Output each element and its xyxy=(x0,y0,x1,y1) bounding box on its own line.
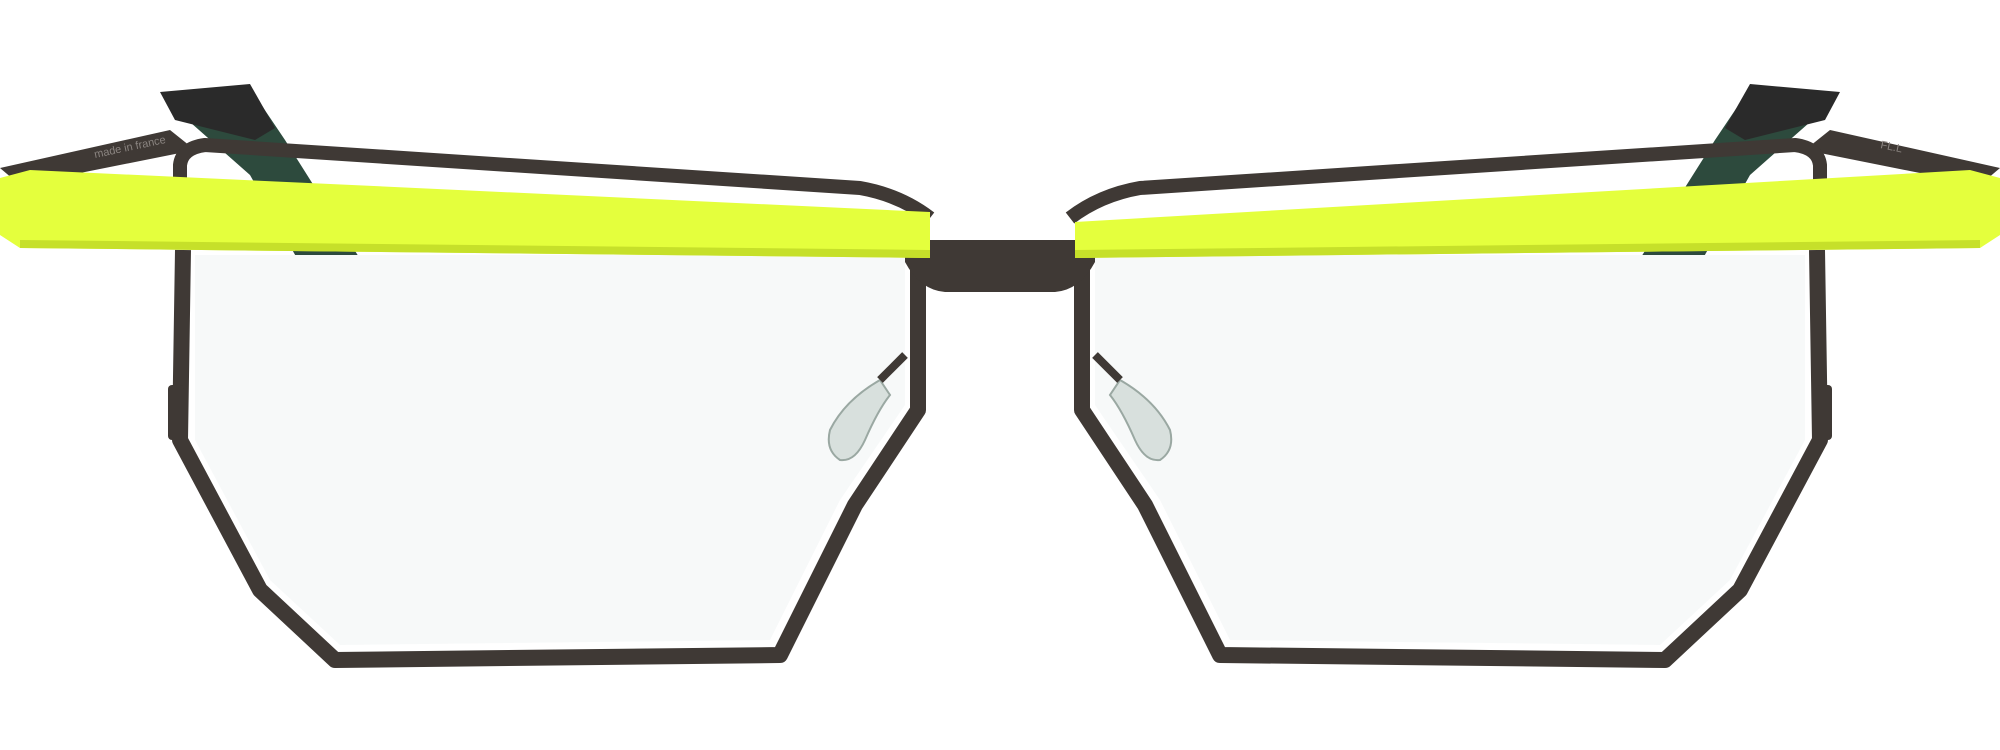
left-lens-rim xyxy=(172,249,926,668)
right-temple-hinge xyxy=(1725,84,1840,140)
left-brow-bar xyxy=(0,170,930,258)
left-temple-hinge xyxy=(160,84,275,140)
right-brow-bar xyxy=(1075,170,2000,258)
right-temple-engraving: FL.L xyxy=(1879,139,1903,155)
right-hinge-block xyxy=(1816,385,1832,440)
left-nose-pad xyxy=(827,352,908,462)
right-lens xyxy=(1095,255,1805,645)
right-nose-pad xyxy=(1092,352,1173,462)
left-top-wire xyxy=(173,138,935,224)
left-lens xyxy=(195,255,905,645)
right-top-wire xyxy=(1065,138,1827,224)
right-lens-rim xyxy=(1074,249,1828,668)
left-hinge-block xyxy=(168,385,184,440)
bridge xyxy=(905,240,1095,292)
